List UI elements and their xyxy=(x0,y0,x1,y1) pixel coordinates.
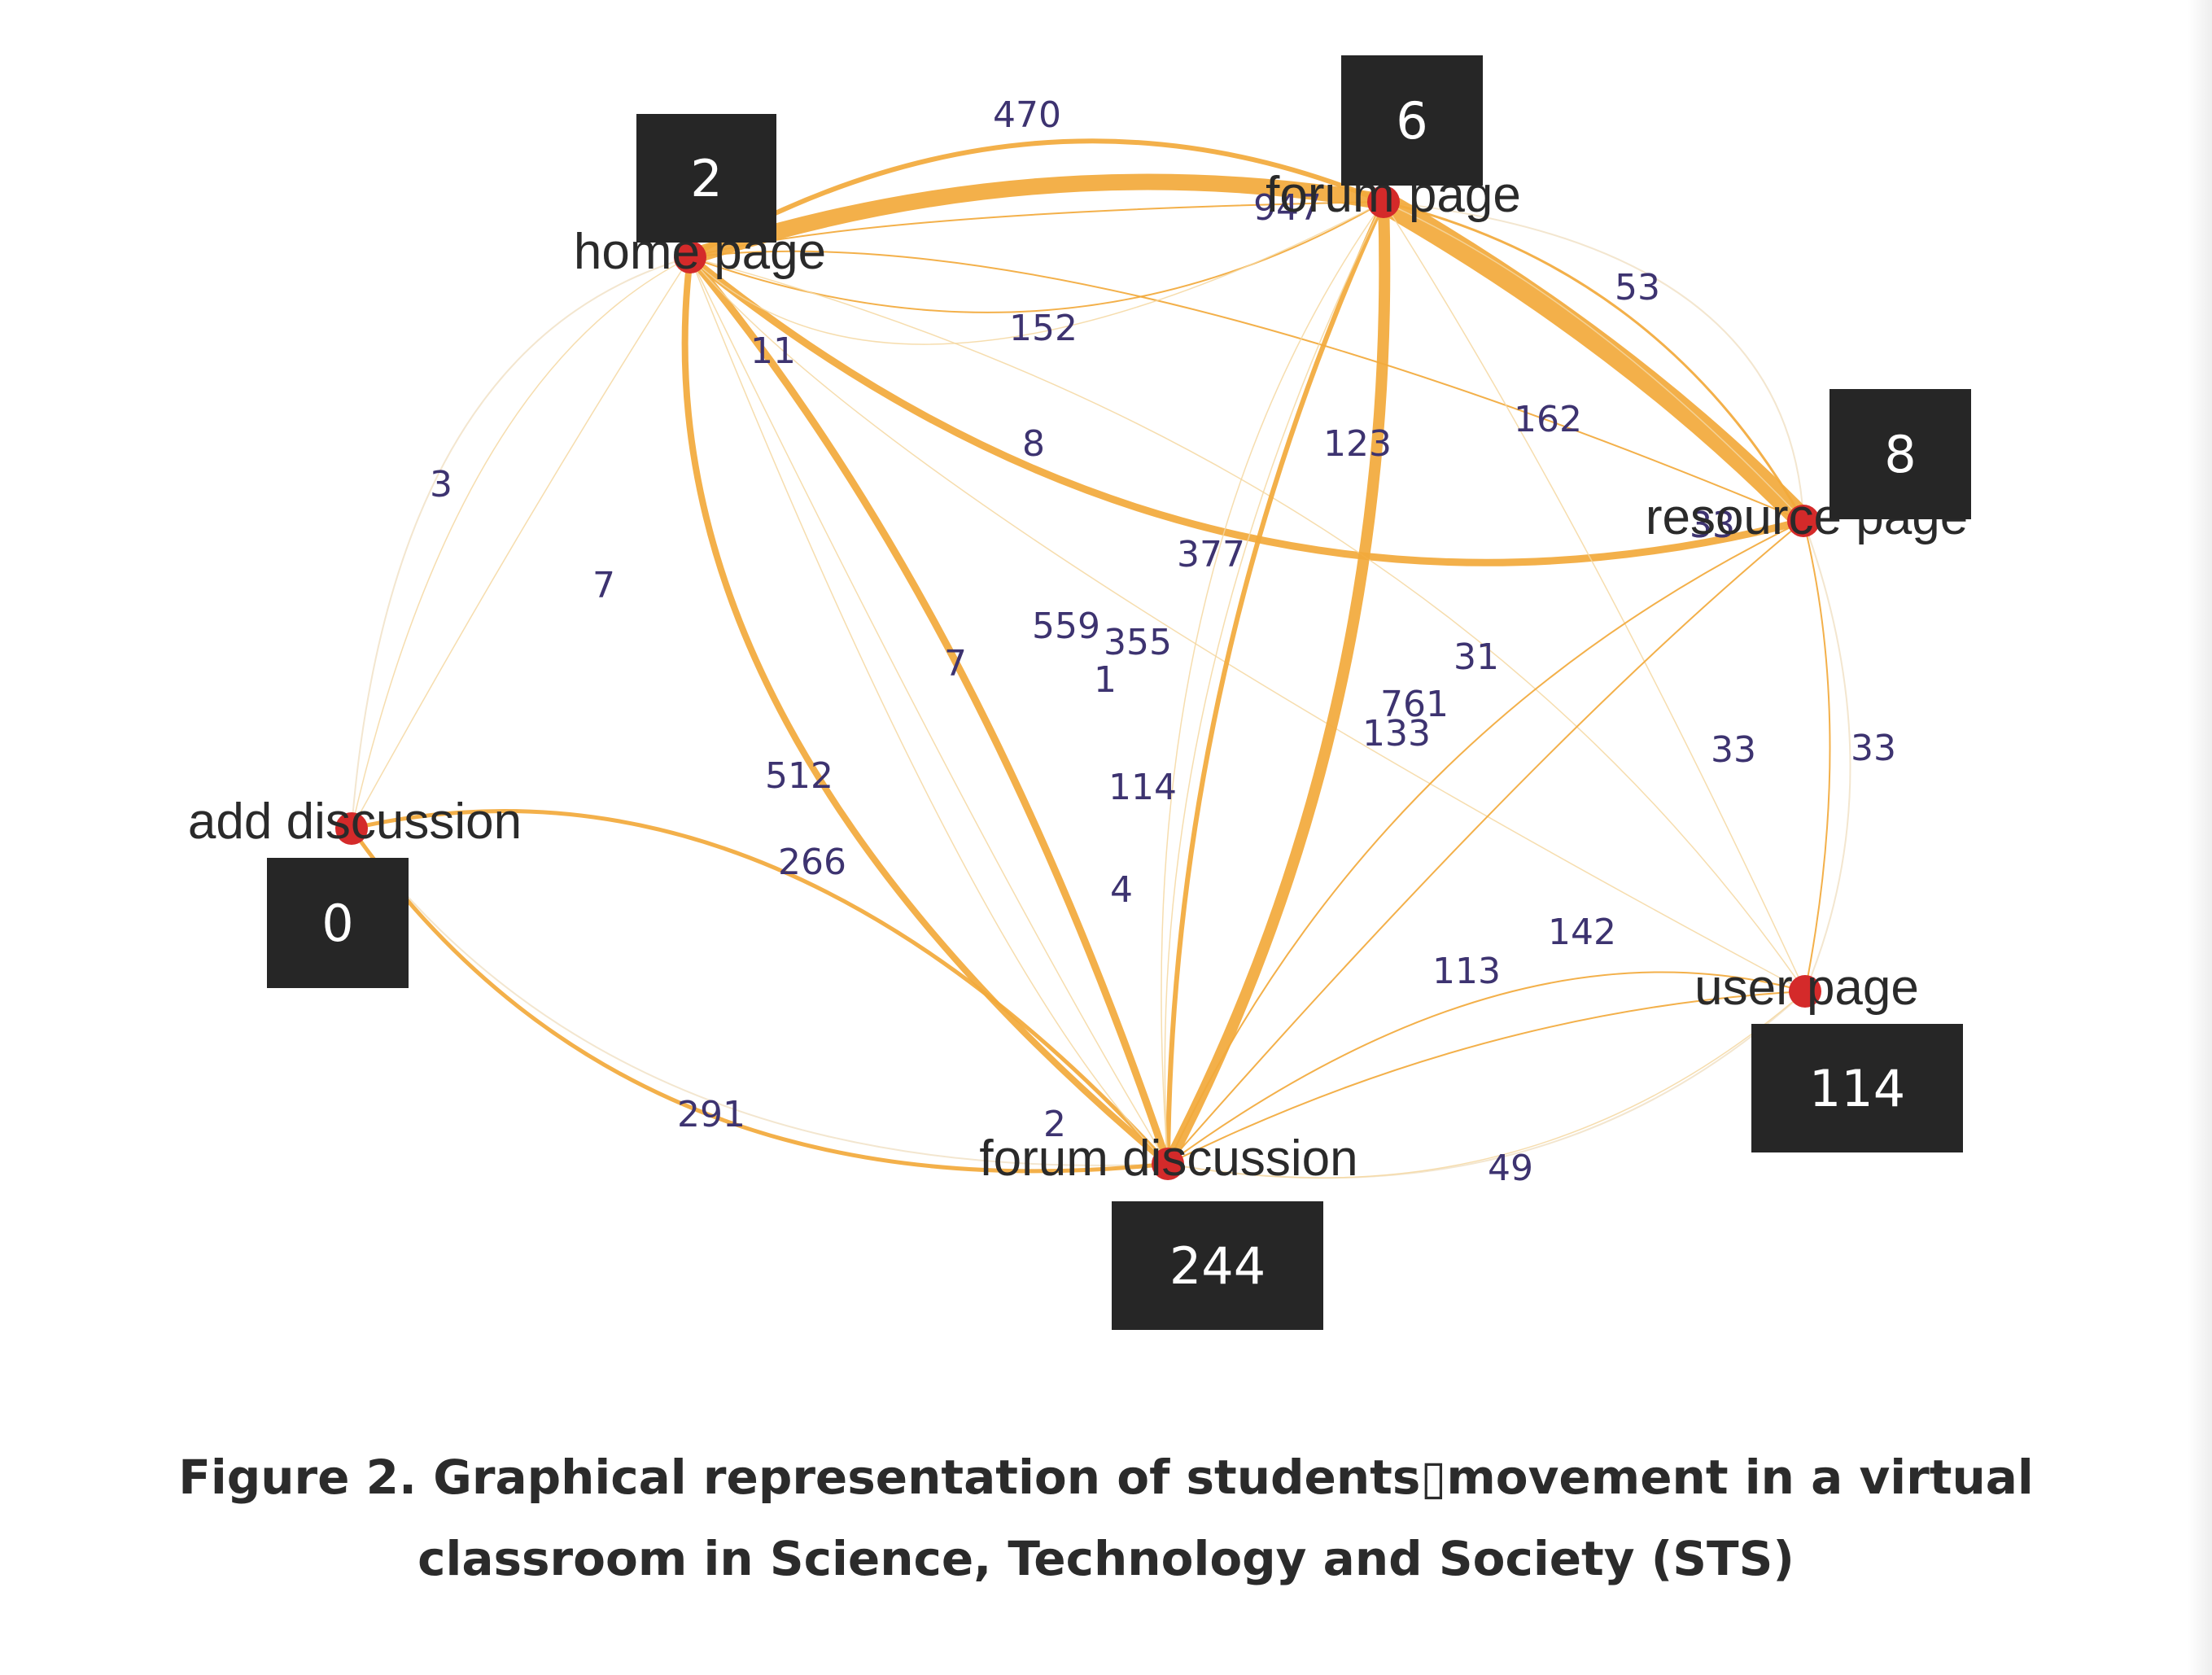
edge-label-28: 4 xyxy=(1110,869,1133,911)
edge-resource-fdisc-17 xyxy=(1167,520,1804,1165)
count-value-user: 114 xyxy=(1809,1059,1905,1118)
edge-label-7: 512 xyxy=(765,755,833,797)
node-label-user: user page xyxy=(1694,960,1919,1016)
edge-home-user-10 xyxy=(689,256,1806,992)
edge-label-21: 142 xyxy=(1548,912,1616,953)
node-user xyxy=(1789,975,1821,1008)
edge-home-forum-25 xyxy=(689,201,1384,345)
edge-label-22: 113 xyxy=(1432,951,1501,992)
edge-label-9: 123 xyxy=(1323,423,1392,465)
edge-label-24: 11 xyxy=(750,330,796,372)
edge-home-forum-1 xyxy=(682,173,1392,265)
edge-label-4: 152 xyxy=(1009,308,1078,349)
caption-line-1: Figure 2. Graphical representation of st… xyxy=(178,1450,2034,1505)
background-edge-0 xyxy=(351,256,691,829)
edge-resource-fdisc-18 xyxy=(1167,520,1804,1165)
count-box-home xyxy=(636,114,776,243)
node-home xyxy=(674,241,706,273)
edge-label-27: 1 xyxy=(1094,659,1117,701)
edge-label-6: 377 xyxy=(1177,534,1245,575)
edge-label-29: 2 xyxy=(1043,1104,1066,1145)
figure-caption: Figure 2. Graphical representation of st… xyxy=(0,1437,2212,1599)
background-edge-1 xyxy=(1383,201,1804,522)
caption-line-2: classroom in Science, Technology and Soc… xyxy=(417,1531,1795,1586)
node-label-fdisc: forum discussion xyxy=(979,1131,1357,1187)
edge-label-25: 8 xyxy=(1022,423,1045,465)
count-value-resource: 8 xyxy=(1884,425,1916,484)
edge-label-12: 3 xyxy=(430,464,452,505)
background-edge-4 xyxy=(351,828,1169,1166)
edge-home-add-11 xyxy=(351,256,691,829)
edge-home-forum-4 xyxy=(689,201,1384,313)
count-box-resource xyxy=(1829,389,1971,519)
page-edge-shadow xyxy=(2188,0,2212,1675)
edge-label-2: 53 xyxy=(1615,267,1660,308)
edge-user-fdisc-21 xyxy=(1167,971,1806,1165)
edge-add-fdisc-20 xyxy=(349,826,1170,1174)
node-resource xyxy=(1787,505,1820,537)
count-value-home: 2 xyxy=(690,149,722,208)
node-fdisc xyxy=(1152,1148,1184,1180)
background-edge-2 xyxy=(1803,520,1851,992)
count-value-add: 0 xyxy=(321,894,353,953)
edge-resource-user-16 xyxy=(1803,520,1831,992)
edge-label-30: 33 xyxy=(1690,505,1735,546)
edge-label-17: 133 xyxy=(1362,713,1431,754)
edge-forum-user-15 xyxy=(1383,201,1806,992)
edge-forum-fdisc-26 xyxy=(1164,201,1384,1165)
edge-home-user-9 xyxy=(689,256,1806,992)
edge-forum-fdisc-13 xyxy=(1165,199,1386,1166)
edge-label-18: 31 xyxy=(1454,636,1499,678)
edge-home-add-12 xyxy=(351,256,691,829)
edge-home-fdisc-28 xyxy=(689,256,1169,1165)
edge-label-23: 49 xyxy=(1488,1148,1533,1189)
edge-user-fdisc-23 xyxy=(1167,991,1806,1179)
count-value-forum: 6 xyxy=(1396,91,1427,151)
count-box-user xyxy=(1751,1024,1963,1152)
edge-label-5: 162 xyxy=(1514,399,1582,440)
edge-home-forum-0 xyxy=(688,138,1386,260)
edge-forum-fdisc-14 xyxy=(1162,196,1391,1170)
edge-forum-fdisc-27 xyxy=(1161,201,1384,1165)
edge-label-8: 559 xyxy=(1032,606,1100,647)
edge-home-fdisc-7 xyxy=(681,254,1171,1167)
edge-label-14: 761 xyxy=(1380,684,1449,725)
count-box-forum xyxy=(1341,55,1483,186)
edge-label-19: 266 xyxy=(778,842,846,883)
edge-home-resource-6 xyxy=(686,253,1808,566)
edge-add-fdisc-19 xyxy=(349,809,1170,1166)
edge-forum-resource-30 xyxy=(1383,201,1804,522)
edge-label-15: 33 xyxy=(1711,729,1756,771)
count-box-fdisc xyxy=(1112,1201,1323,1330)
edge-label-0: 470 xyxy=(993,94,1061,136)
edge-label-1: 947 xyxy=(1253,187,1322,229)
edges-layer xyxy=(349,138,1851,1179)
edge-label-26: 114 xyxy=(1108,767,1177,808)
edge-home-fdisc-8 xyxy=(686,253,1172,1168)
node-add xyxy=(335,812,368,845)
edge-label-11: 7 xyxy=(592,565,615,606)
count-box-add xyxy=(267,858,409,988)
edge-user-fdisc-22 xyxy=(1167,991,1806,1165)
node-forum xyxy=(1367,186,1400,218)
edge-label-3: 33 xyxy=(1690,505,1735,546)
edge-label-13: 355 xyxy=(1104,622,1172,663)
edge-label-16: 33 xyxy=(1851,728,1896,769)
edge-home-fdisc-29 xyxy=(689,256,1169,1165)
edge-home-forum-24 xyxy=(689,201,1384,258)
count-value-fdisc: 244 xyxy=(1169,1236,1266,1296)
node-label-add: add discussion xyxy=(188,794,522,850)
edge-label-20: 291 xyxy=(677,1094,745,1135)
edge-label-10: 7 xyxy=(944,643,967,684)
edge-forum-resource-2 xyxy=(1382,200,1805,523)
edge-forum-resource-3 xyxy=(1372,190,1815,532)
